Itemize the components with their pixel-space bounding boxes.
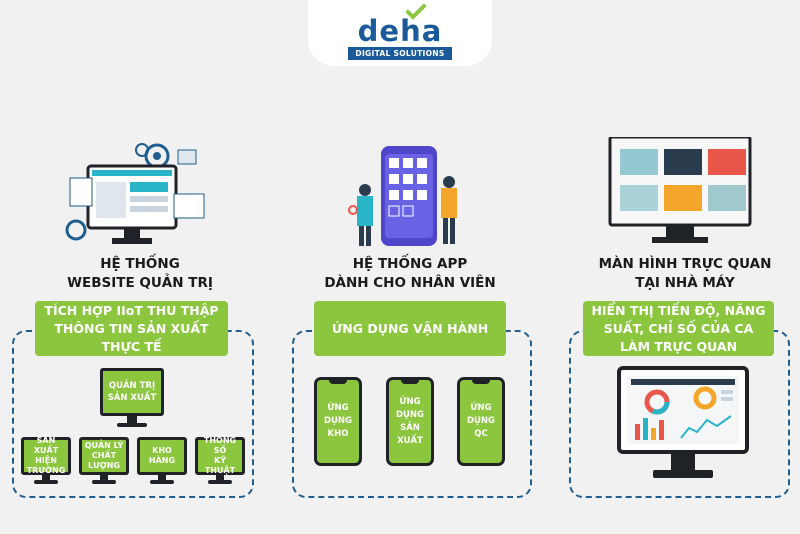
banner-line: ỨNG DỤNG VẬN HÀNH	[331, 320, 489, 336]
screen-tile	[620, 149, 658, 175]
column-2-banner: ỨNG DỤNG VẬN HÀNH	[314, 301, 506, 356]
phone-text: QC	[474, 429, 488, 439]
monitor-text: KỸ THUẬT	[204, 456, 236, 475]
monitor-text: SỐ	[213, 446, 227, 455]
screen-tile	[664, 185, 702, 211]
monitor-screen: SẢN XUẤT HIỆN TRƯỜNG	[21, 436, 71, 475]
phone-text: DỤNG	[323, 416, 353, 426]
monitor-text: SẢN XUẤT	[107, 393, 157, 403]
title-line: TẠI NHÀ MÁY	[635, 275, 735, 291]
phone-notch	[472, 379, 490, 384]
monitor-neck	[42, 475, 50, 480]
phone-text: XUẤT	[397, 435, 423, 446]
monitor-text: HÀNG	[148, 456, 176, 465]
monitor-text: QUẢN LÝ	[84, 441, 124, 450]
monitor-text: TRƯỜNG	[26, 466, 66, 475]
monitor-neck	[100, 475, 108, 480]
phone-text: DỤNG	[466, 416, 496, 426]
phone-text: SẢN	[400, 422, 420, 433]
main-monitor: QUẢN TRỊ SẢN XUẤT	[100, 368, 164, 430]
title-line: MÀN HÌNH TRỰC QUAN	[598, 256, 772, 272]
column-2-title: HỆ THỐNG APP DÀNH CHO NHÂN VIÊN	[305, 255, 515, 293]
dashboard-line	[721, 390, 733, 394]
column-3-title: MÀN HÌNH TRỰC QUAN TẠI NHÀ MÁY	[575, 255, 795, 293]
monitor-base	[92, 480, 116, 484]
monitor-production: SẢN XUẤT HIỆN TRƯỜNG	[21, 436, 71, 485]
monitor-neck	[216, 475, 224, 480]
website-admin-illustration	[65, 143, 205, 244]
phone-qc-app: ỨNG DỤNG QC	[457, 377, 505, 466]
phone-text: ỨNG	[399, 396, 421, 407]
monitor-text: SẢN XUẤT	[33, 436, 59, 455]
phone-text: KHO	[327, 429, 349, 439]
banner-line: THỰC TẾ	[101, 338, 162, 354]
dashboard-line	[721, 397, 733, 401]
screen-tile	[708, 185, 746, 211]
dashboard-neck	[671, 452, 695, 470]
dashboard-monitor	[617, 366, 749, 478]
title-line: HỆ THỐNG APP	[352, 256, 468, 272]
monitor-text: KHO	[152, 446, 172, 455]
banner-line: HIỂN THỊ TIẾN ĐỘ, NĂNG	[591, 302, 766, 318]
monitor-screen: QUẢN LÝ CHẤT LƯỢNG	[79, 437, 129, 475]
monitor-screen: THÔNG SỐ KỸ THUẬT	[195, 436, 245, 475]
dashboard-donut-arc	[644, 389, 670, 415]
monitor-specs: THÔNG SỐ KỸ THUẬT	[195, 436, 245, 485]
monitor-warehouse: KHO HÀNG	[137, 437, 187, 485]
column-1-banner: TÍCH HỢP IIoT THU THẬP THÔNG TIN SẢN XUẤ…	[35, 301, 228, 356]
banner-line: LÀM TRỰC QUAN	[619, 338, 738, 354]
monitor-neck	[158, 475, 166, 480]
title-line: WEBSITE QUẢN TRỊ	[67, 275, 213, 291]
deha-logo: deha DIGITAL SOLUTIONS	[348, 4, 452, 60]
screen-tile	[708, 149, 746, 175]
screen-tile	[620, 185, 658, 211]
monitor-base	[34, 480, 58, 484]
monitor-neck	[127, 416, 137, 423]
monitor-text: LƯỢNG	[87, 461, 121, 470]
dashboard-bar	[651, 428, 656, 440]
logo-word: deha	[357, 14, 443, 48]
banner-line: TÍCH HỢP IIoT THU THẬP	[44, 302, 219, 318]
main-monitor-screen: QUẢN TRỊ SẢN XUẤT	[100, 368, 164, 416]
phone-notch	[401, 379, 419, 384]
monitor-base	[208, 480, 232, 484]
column-1-title: HỆ THỐNG WEBSITE QUẢN TRỊ	[40, 255, 240, 293]
monitor-base	[117, 423, 147, 427]
phone-warehouse-app: ỨNG DỤNG KHO	[314, 377, 362, 466]
mobile-app-illustration	[348, 146, 457, 246]
monitor-base	[150, 480, 174, 484]
banner-line: THÔNG TIN SẢN XUẤT	[54, 320, 209, 336]
monitor-screen: KHO HÀNG	[137, 437, 187, 475]
monitor-text: CHẤT	[91, 451, 117, 460]
phone-notch	[329, 379, 347, 384]
dashboard-header	[631, 379, 735, 385]
dashboard-bar	[643, 418, 648, 440]
dashboard-donut	[693, 386, 717, 410]
monitor-text: QUẢN TRỊ	[108, 381, 156, 391]
dashboard-bar	[635, 424, 640, 440]
monitor-text: THÔNG	[203, 436, 237, 445]
monitor-text: HIỆN	[35, 456, 57, 465]
dashboard-line-chart	[680, 415, 732, 439]
logo-subtitle: DIGITAL SOLUTIONS	[348, 47, 452, 60]
checkmark-icon	[406, 4, 426, 20]
phone-text: ỨNG	[470, 403, 492, 413]
factory-screen-illustration	[608, 137, 752, 243]
monitor-quality: QUẢN LÝ CHẤT LƯỢNG	[79, 437, 129, 485]
phone-text: ỨNG	[327, 403, 349, 413]
column-3-banner: HIỂN THỊ TIẾN ĐỘ, NĂNG SUẤT, CHỈ SỐ CỦA …	[583, 301, 774, 356]
title-line: HỆ THỐNG	[100, 256, 180, 272]
phone-production-app: ỨNG DỤNG SẢN XUẤT	[386, 377, 434, 466]
screen-tile	[664, 149, 702, 175]
dashboard-bar	[659, 420, 664, 440]
phone-text: DỤNG	[395, 409, 425, 420]
dashboard-base	[653, 470, 713, 478]
banner-line: SUẤT, CHỈ SỐ CỦA CA	[603, 320, 754, 336]
title-line: DÀNH CHO NHÂN VIÊN	[324, 275, 496, 291]
